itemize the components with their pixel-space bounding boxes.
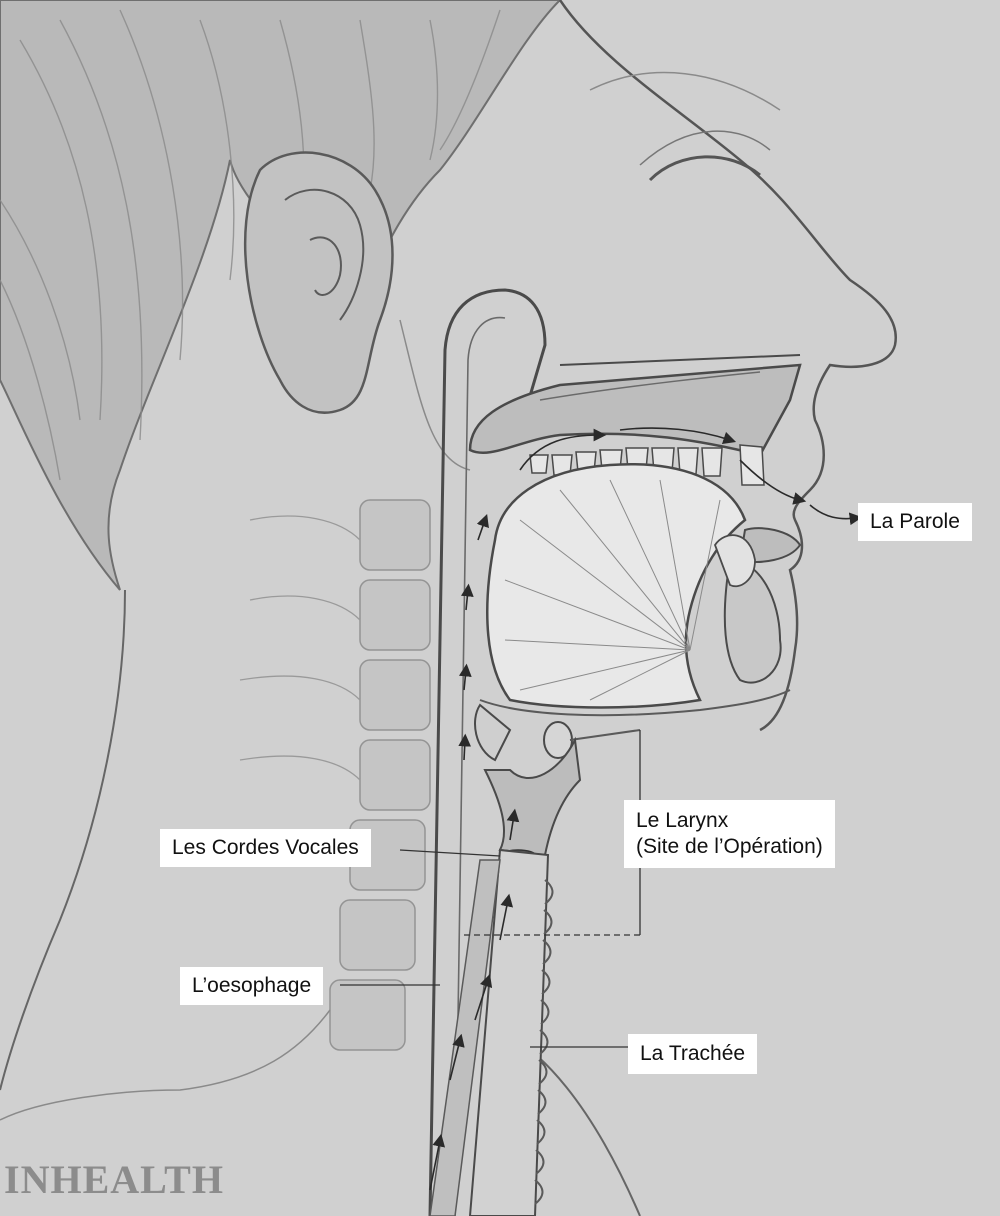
label-speech: La Parole [858, 503, 972, 541]
inhealth-logo: INHEALTH [4, 1156, 224, 1203]
label-esophagus-text: L’oesophage [192, 973, 311, 999]
label-larynx-title: Le Larynx [636, 808, 823, 834]
label-trachea: La Trachée [628, 1034, 757, 1074]
label-esophagus: L’oesophage [180, 967, 323, 1005]
label-speech-text: La Parole [870, 509, 960, 535]
label-trachea-text: La Trachée [640, 1041, 745, 1067]
label-vocal-cords-text: Les Cordes Vocales [172, 835, 359, 861]
label-larynx-subtitle: (Site de l’Opération) [636, 834, 823, 860]
label-vocal-cords: Les Cordes Vocales [160, 829, 371, 867]
label-larynx: Le Larynx (Site de l’Opération) [624, 800, 835, 868]
